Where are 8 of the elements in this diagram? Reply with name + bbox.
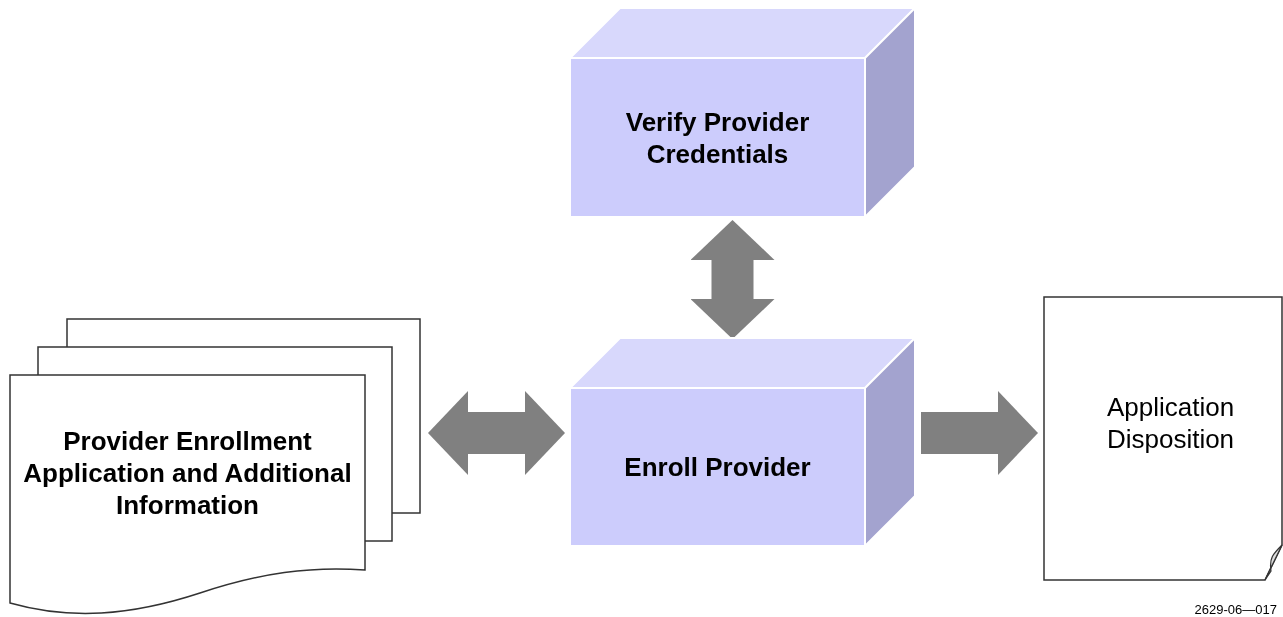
block-arrow — [690, 220, 775, 339]
figure-number: 2629-06—017 — [1194, 602, 1277, 617]
node-label: Enroll Provider — [624, 451, 811, 483]
block-arrow — [921, 391, 1038, 475]
node-label: Application Disposition — [1105, 391, 1236, 455]
block-arrow — [428, 391, 565, 475]
node-label: Provider Enrollment Application and Additional Information — [22, 424, 353, 521]
node-label: Verify Provider Credentials — [624, 105, 811, 170]
